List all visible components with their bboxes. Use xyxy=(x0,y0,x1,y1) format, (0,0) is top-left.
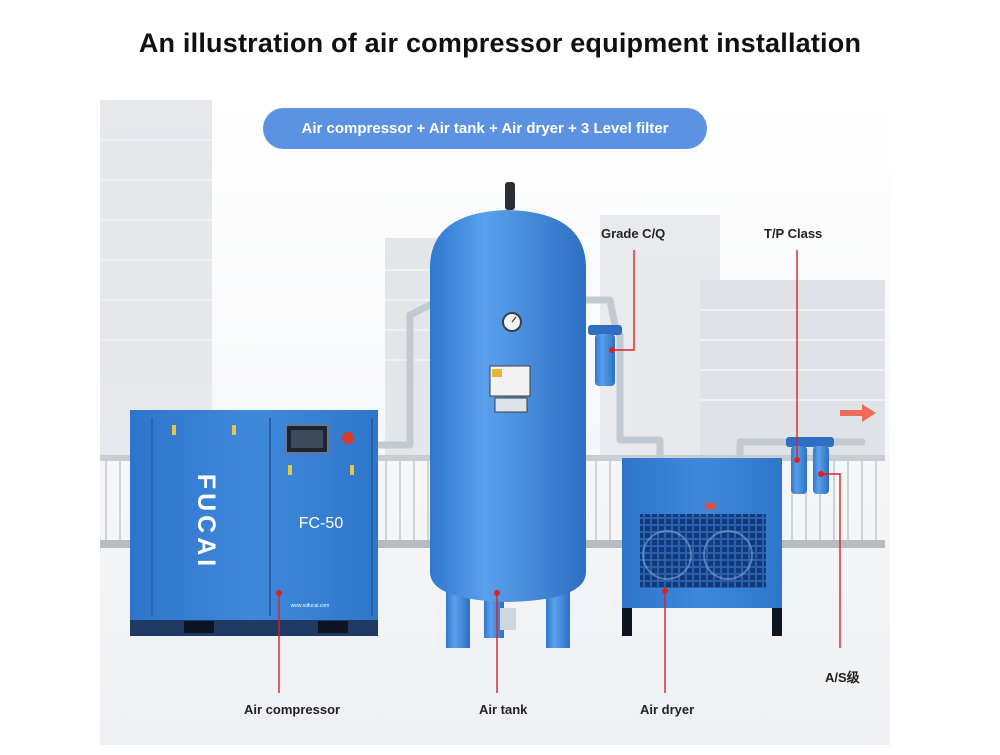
compressor-website: www.sdfucai.com xyxy=(291,603,330,609)
label-tp-class: T/P Class xyxy=(764,226,823,241)
label-grade-cq: Grade C/Q xyxy=(601,226,666,241)
callout-dots xyxy=(276,347,824,596)
label-air-compressor: Air compressor xyxy=(244,702,341,717)
compressor-brand: FUCAI xyxy=(192,474,220,570)
label-air-tank: Air tank xyxy=(479,702,528,717)
configuration-banner: Air compressor + Air tank + Air dryer + … xyxy=(263,108,707,149)
air-tank-unit xyxy=(430,182,586,648)
compressor-model: FC-50 xyxy=(299,515,344,532)
emergency-stop-icon xyxy=(342,432,354,444)
page-title: An illustration of air compressor equipm… xyxy=(138,28,862,58)
label-air-dryer: Air dryer xyxy=(640,702,695,717)
callout-lines xyxy=(278,250,841,693)
outlet-arrow-icon xyxy=(840,404,876,422)
air-compressor-unit xyxy=(130,410,378,636)
label-as-class: A/S级 xyxy=(825,670,860,685)
air-dryer-unit xyxy=(622,458,782,636)
filter-grade-cq xyxy=(588,325,622,386)
